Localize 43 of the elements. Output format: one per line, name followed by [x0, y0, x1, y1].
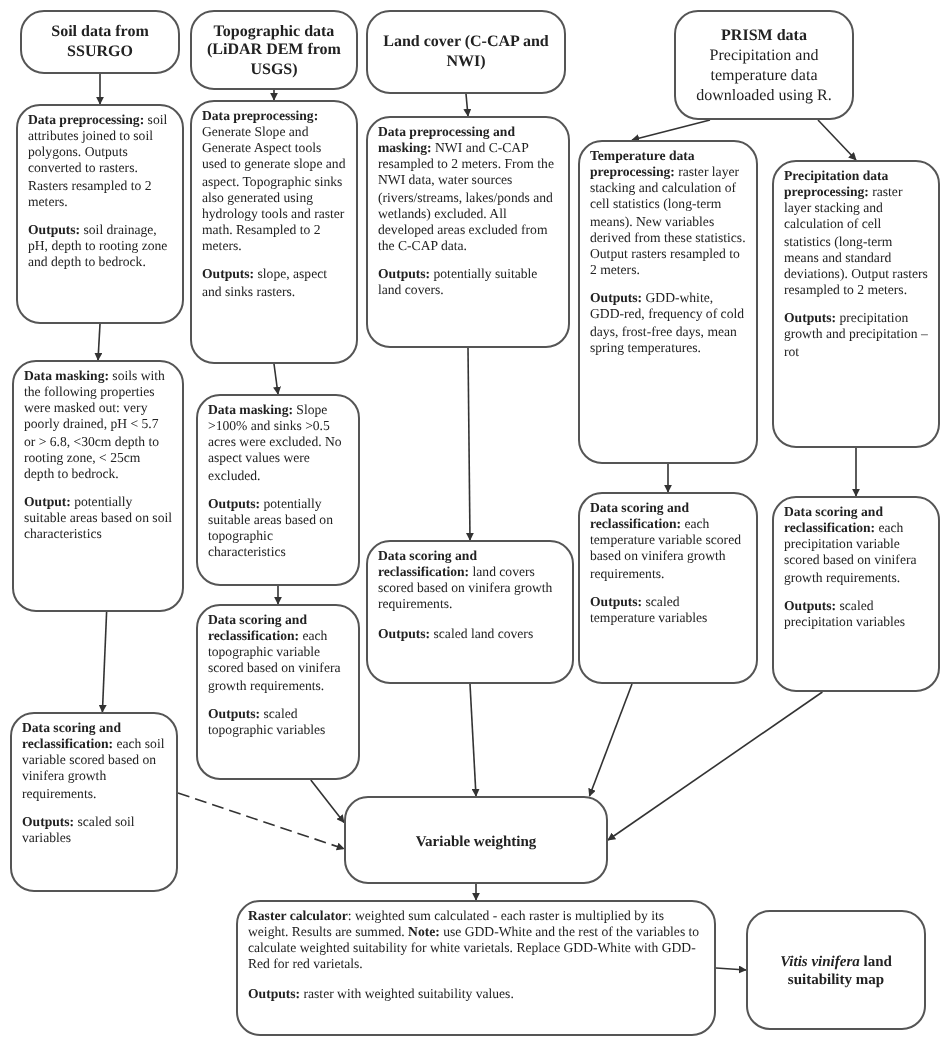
arrow — [463, 93, 472, 117]
result-box — [746, 910, 926, 1030]
arrow — [310, 779, 345, 824]
arrow — [588, 683, 633, 797]
process-box — [196, 394, 360, 586]
process-box — [16, 104, 184, 324]
source-data-box — [190, 10, 358, 90]
step-text: Soil data from SSURGO — [49, 22, 151, 62]
step-text: PRISM data — [721, 25, 807, 45]
arrow — [817, 119, 857, 161]
step-text: Land cover (C-CAP and NWI) — [381, 32, 551, 72]
process-box — [10, 712, 178, 892]
arrow — [98, 611, 108, 713]
arrow — [270, 89, 278, 101]
arrow — [96, 73, 104, 105]
arrow — [664, 463, 672, 493]
output-text: Precipitation and temperature data downloaded using R. — [694, 46, 834, 105]
process-box — [344, 796, 608, 884]
arrow — [715, 965, 747, 974]
process-box — [772, 160, 940, 448]
process-box — [366, 540, 574, 684]
process-box — [236, 900, 716, 1036]
arrow — [465, 347, 474, 541]
process-box — [190, 100, 358, 364]
arrow — [274, 585, 282, 605]
arrow — [469, 683, 480, 797]
arrow — [852, 447, 860, 497]
source-data-box — [20, 10, 180, 74]
process-box — [578, 140, 758, 464]
source-data-box — [366, 10, 566, 94]
process-box — [12, 360, 184, 612]
process-box — [578, 492, 758, 684]
process-box — [772, 496, 940, 692]
arrow — [472, 883, 480, 901]
arrow — [177, 792, 345, 851]
source-data-box — [674, 10, 854, 120]
process-box — [366, 116, 570, 348]
process-box — [196, 604, 360, 780]
arrow — [273, 363, 281, 395]
arrow — [607, 691, 824, 841]
arrow — [94, 323, 103, 361]
arrow — [631, 119, 711, 143]
step-text: Topographic data (LiDAR DEM from USGS) — [205, 21, 343, 79]
